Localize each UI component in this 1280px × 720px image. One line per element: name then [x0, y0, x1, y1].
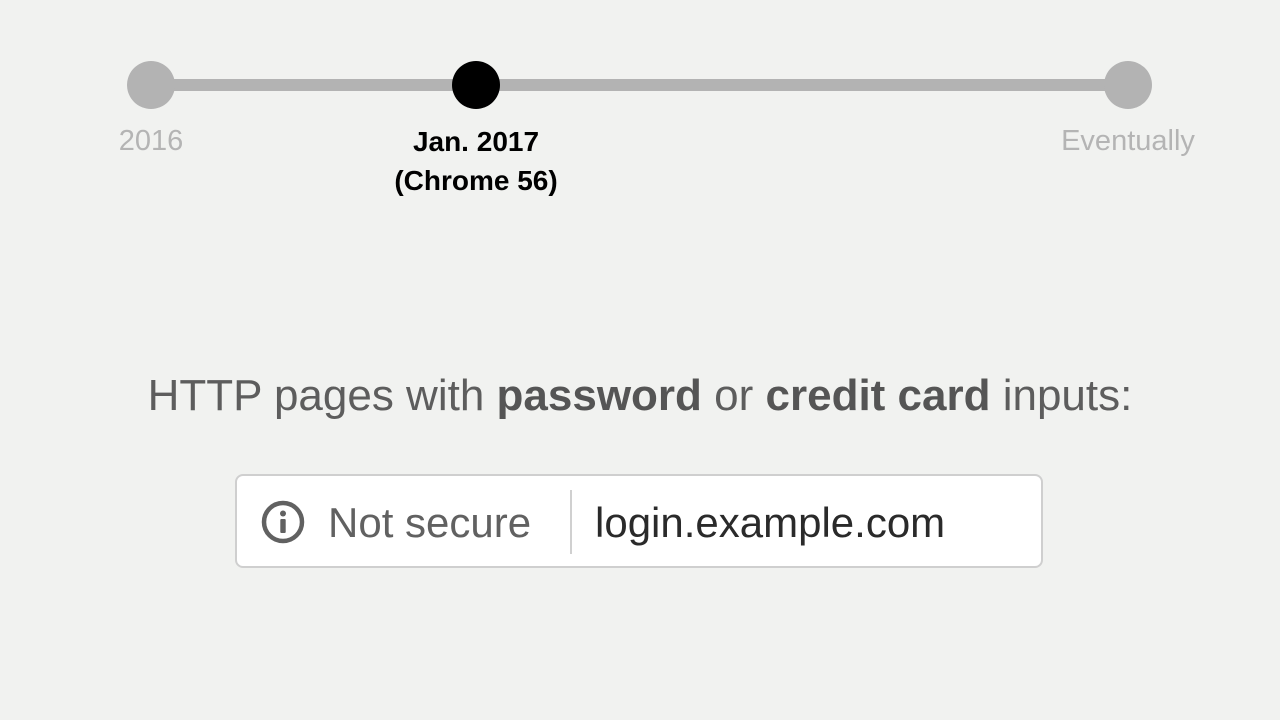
headline-text: inputs:: [990, 371, 1133, 420]
release-timeline: 2016 Jan. 2017 (Chrome 56) Eventually: [0, 0, 1280, 220]
address-bar[interactable]: Not secure login.example.com: [235, 474, 1043, 568]
info-icon[interactable]: [261, 500, 305, 544]
security-status-label[interactable]: Not secure: [328, 499, 532, 546]
headline-text: HTTP pages with: [147, 371, 497, 420]
milestone-label-jan-2017: Jan. 2017 (Chrome 56): [394, 122, 557, 200]
milestone-label-eventually: Eventually: [1061, 122, 1195, 161]
milestone-label-sub: (Chrome 56): [394, 165, 558, 196]
url-text[interactable]: login.example.com: [595, 499, 946, 546]
milestone-label-2016: 2016: [119, 122, 184, 161]
headline: HTTP pages with password or credit card …: [0, 368, 1280, 424]
milestone-dot-2016: [127, 61, 175, 109]
address-bar-divider: [570, 490, 572, 554]
milestone-label-line: Jan. 2017: [412, 126, 540, 157]
headline-emphasis-credit-card: credit card: [765, 371, 991, 420]
milestone-label-line: 2016: [118, 125, 184, 157]
timeline-track: [151, 79, 1128, 91]
headline-emphasis-password: password: [496, 371, 702, 420]
milestone-dot-jan-2017: [452, 61, 500, 109]
headline-text: or: [701, 371, 766, 420]
milestone-label-line: Eventually: [1061, 125, 1195, 157]
milestone-dot-eventually: [1104, 61, 1152, 109]
